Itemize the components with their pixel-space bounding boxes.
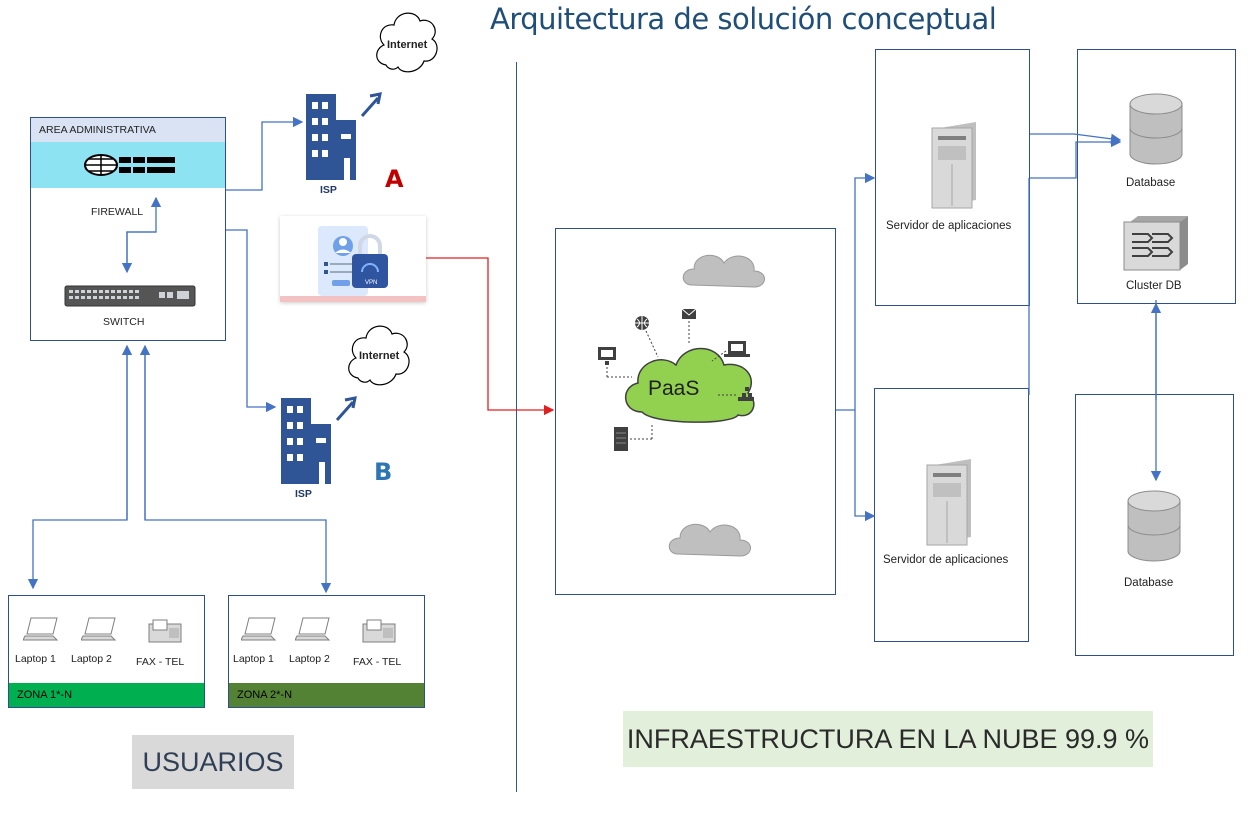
building-icon xyxy=(281,396,357,484)
link-switch-zone-1 xyxy=(27,350,128,590)
zone-1-bar: ZONA 1*-N xyxy=(9,683,204,707)
isp-b-letter: B xyxy=(374,458,393,486)
paas-label: PaaS xyxy=(648,377,700,400)
app-server-box-bottom: Servidor de aplicaciones xyxy=(874,388,1029,642)
zone-1-fax-label: FAX - TEL xyxy=(136,656,185,668)
link-vpn-paas xyxy=(426,257,555,416)
diagram-title: Arquitectura de solución conceptual xyxy=(490,2,997,36)
fax-icon xyxy=(148,619,182,643)
laptop-icon xyxy=(23,617,59,641)
usuarios-label: USUARIOS xyxy=(132,735,294,789)
section-divider xyxy=(516,62,517,792)
cluster-db-label: Cluster DB xyxy=(1126,280,1182,292)
admin-area-box: AREA ADMINISTRATIVA FIREWALL SWITCH xyxy=(30,117,226,341)
database-icon xyxy=(1129,93,1183,165)
zone-1-box: Laptop 1 Laptop 2 FAX - TEL ZONA 1*-N xyxy=(8,595,205,708)
app-server-label-bottom: Servidor de aplicaciones xyxy=(883,554,1009,566)
link-firewall-isp-b xyxy=(226,229,277,413)
paas-box: PaaS xyxy=(555,228,836,595)
zone-2-laptop-2-label: Laptop 2 xyxy=(289,653,330,665)
cluster-db-icon xyxy=(1123,216,1188,271)
vpn-card: VPN xyxy=(280,216,426,302)
firewall-icon xyxy=(84,154,175,176)
database-icon xyxy=(1127,490,1181,562)
app-server-box-top: Servidor de aplicaciones xyxy=(875,49,1030,306)
db-box-bottom: Database xyxy=(1075,394,1234,656)
cloud-icon xyxy=(682,254,765,288)
link-paas-server-bottom xyxy=(854,410,876,522)
db-box-top: Database Cluster DB xyxy=(1077,49,1236,304)
zone-1-laptop-1-label: Laptop 1 xyxy=(15,653,56,665)
zone-2-fax-label: FAX - TEL xyxy=(353,656,402,668)
isp-b-label: ISP xyxy=(295,488,312,500)
zone-1-laptop-2-label: Laptop 2 xyxy=(71,653,112,665)
server-tower-icon xyxy=(926,459,971,546)
zone-2-laptop-1-label: Laptop 1 xyxy=(233,653,274,665)
zone-2-box: Laptop 1 Laptop 2 FAX - TEL ZONA 2*-N xyxy=(228,595,425,708)
infra-label: INFRAESTRUCTURA EN LA NUBE 99.9 % xyxy=(623,711,1153,767)
isp-a: ISP xyxy=(300,88,390,196)
vpn-icon xyxy=(280,226,426,302)
laptop-icon xyxy=(295,617,331,641)
internet-label-b: Internet xyxy=(359,350,400,362)
switch-label: SWITCH xyxy=(103,316,145,328)
building-icon xyxy=(306,92,382,180)
paas-cloud-icon xyxy=(598,308,755,451)
link-firewall-isp-a xyxy=(226,116,304,191)
server-tower-icon xyxy=(931,122,976,209)
laptop-icon xyxy=(241,617,277,641)
fax-icon xyxy=(362,619,396,643)
internet-cloud-a: Internet xyxy=(372,5,440,88)
internet-label-a: Internet xyxy=(387,39,428,51)
admin-area-label: AREA ADMINISTRATIVA xyxy=(39,124,156,136)
database-label-top: Database xyxy=(1126,177,1176,189)
vpn-badge: VPN xyxy=(365,280,378,286)
isp-a-letter: A xyxy=(385,165,404,193)
admin-area-header: AREA ADMINISTRATIVA xyxy=(31,118,225,142)
database-label-bottom: Database xyxy=(1124,577,1174,589)
app-server-label-top: Servidor de aplicaciones xyxy=(886,220,1012,232)
isp-b: ISP xyxy=(275,392,365,500)
internet-cloud-b: Internet xyxy=(344,318,412,401)
cloud-icon xyxy=(668,523,751,557)
cloud-icon xyxy=(376,12,438,73)
link-paas-server-top xyxy=(836,172,876,411)
isp-a-label: ISP xyxy=(320,184,337,196)
firewall-label: FIREWALL xyxy=(91,206,144,218)
switch-icon xyxy=(64,285,196,307)
laptop-icon xyxy=(81,617,117,641)
zone-2-bar: ZONA 2*-N xyxy=(229,683,424,707)
firewall-device xyxy=(31,142,225,188)
cloud-icon xyxy=(348,325,410,386)
